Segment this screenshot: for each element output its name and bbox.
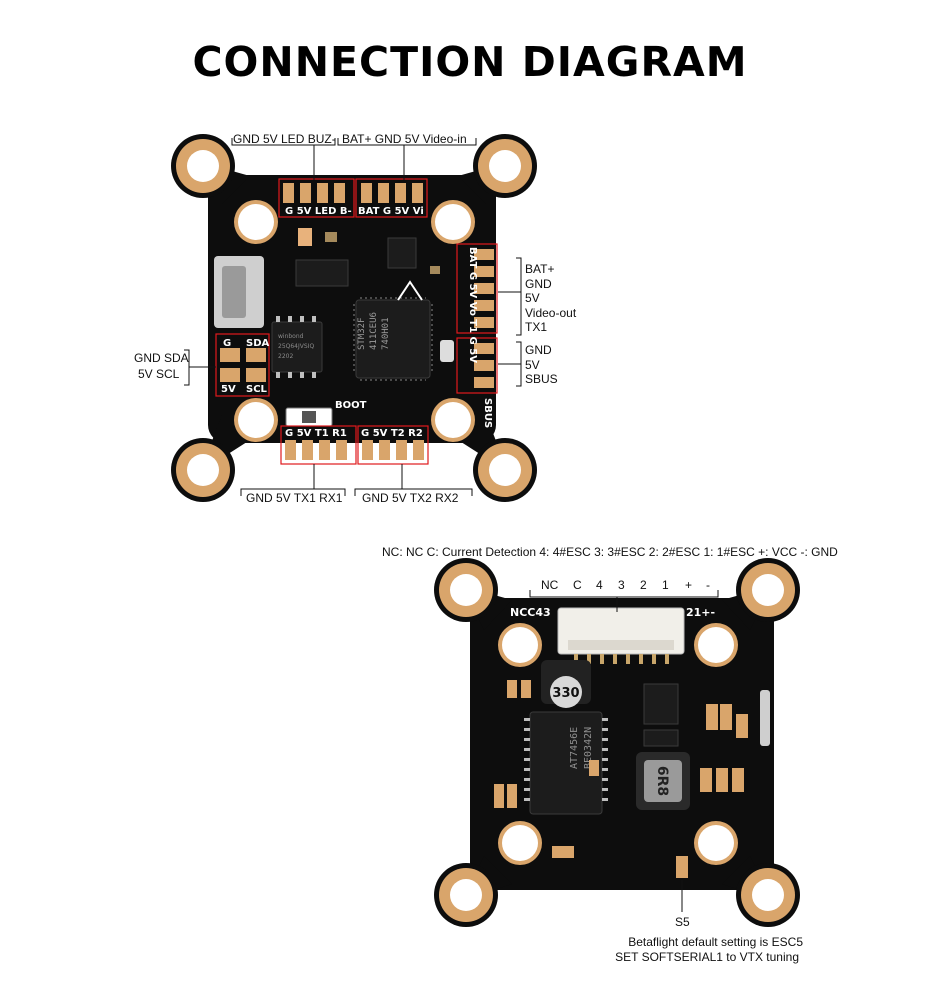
label-right-group-1: BAT+ GND 5V Video-out TX1 — [525, 262, 577, 335]
mount-hole-bottom-left — [171, 438, 235, 502]
silk-left-scl: SCL — [246, 384, 268, 395]
osd-text-2: BE0342N — [583, 727, 594, 769]
esc-board: 330 AT7456E BE0342N 6R8 — [434, 558, 800, 927]
silk-right: BAT G 5V Vo T1 G 5V — [467, 247, 478, 363]
mount-hole-bottom-right — [473, 438, 537, 502]
osd-chip — [529, 711, 603, 815]
top-right-pads — [361, 183, 423, 203]
left-pads — [220, 348, 266, 382]
bottom-left-pads — [285, 440, 347, 460]
page-title: CONNECTION DIAGRAM — [192, 38, 748, 86]
silk-bottom-right: G 5V T2 R2 — [361, 428, 423, 439]
silk-left-5v: 5V — [221, 384, 236, 395]
callout-top-right — [355, 178, 428, 218]
connector-pin-1: 1 — [662, 578, 669, 592]
flash-chip — [271, 321, 323, 373]
right-pads — [474, 249, 494, 388]
esc-mount-top-left — [434, 558, 498, 622]
connector-pin-4: 4 — [596, 578, 603, 592]
esc-pin-legend: NC: NC C: Current Detection 4: 4#ESC 3: … — [382, 545, 838, 559]
silk-left-sda: SDA — [246, 338, 270, 349]
connector-pin-plus: + — [685, 578, 693, 592]
silk-boot: BOOT — [335, 400, 367, 411]
connector-pin-minus: - — [706, 578, 710, 592]
mount-hole-top-right — [473, 134, 537, 198]
connector-pin-2: 2 — [640, 578, 647, 592]
flight-controller-board: G 5V LED B- BAT G 5V Vi BAT G 5V Vo T1 G… — [171, 134, 537, 502]
callout-top-left — [278, 178, 355, 218]
label-top-right-pins: BAT+ GND 5V Video-in — [342, 132, 467, 146]
silk-top-right: BAT G 5V Vi — [358, 206, 424, 217]
note-line-2: SET SOFTSERIAL1 to VTX tuning — [615, 950, 799, 964]
inductor-label: 330 — [552, 686, 579, 701]
mcu-text-1: STM32F — [357, 317, 367, 350]
callout-left — [215, 333, 270, 397]
connector-pin-nc: NC — [541, 578, 559, 592]
connector-pin-3: 3 — [618, 578, 625, 592]
esc-mount-bottom-left — [434, 863, 498, 927]
esc-mount-bottom-right — [736, 863, 800, 927]
esc-silk-left: NCC43 — [510, 606, 551, 619]
mcu-text-3: 740H01 — [381, 317, 391, 350]
s5-pad — [676, 856, 688, 878]
bottom-right-pads — [362, 440, 424, 460]
silk-sbus: SBUS — [482, 398, 493, 428]
mcu-chip — [355, 299, 431, 379]
label-right-group-2: GND 5V SBUS — [525, 343, 558, 387]
silk-left-g: G — [223, 338, 231, 349]
label-bottom-left-pins: GND 5V TX1 RX1 — [246, 491, 343, 505]
label-left-row-1: GND SDA — [134, 351, 189, 365]
mcu-text-2: 411CEU6 — [369, 312, 379, 350]
callout-right-2 — [456, 337, 498, 394]
flash-text-1: winbond — [278, 333, 304, 340]
callout-bottom-left — [280, 425, 357, 465]
connector-pin-c: C — [573, 578, 582, 592]
flash-text-3: 2202 — [278, 353, 293, 360]
big-inductor-label: 6R8 — [654, 766, 670, 796]
esc-silk-right: 21+- — [686, 606, 715, 619]
flash-text-2: 25Q64JVSIQ — [278, 343, 314, 350]
label-bottom-right-pins: GND 5V TX2 RX2 — [362, 491, 459, 505]
label-left-row-2: 5V SCL — [138, 367, 180, 381]
silk-bottom-left: G 5V T1 R1 — [285, 428, 347, 439]
silk-top-left: G 5V LED B- — [285, 206, 352, 217]
mount-hole-top-left — [171, 134, 235, 198]
osd-text-1: AT7456E — [569, 727, 580, 769]
esc-mount-top-right — [736, 558, 800, 622]
callout-right-1 — [456, 243, 498, 334]
callout-bottom-right — [357, 425, 429, 465]
label-s5: S5 — [675, 915, 690, 929]
label-top-left-pins: GND 5V LED BUZ- — [233, 132, 336, 146]
top-left-pads — [283, 183, 345, 203]
note-line-1: Betaflight default setting is ESC5 — [628, 935, 803, 949]
